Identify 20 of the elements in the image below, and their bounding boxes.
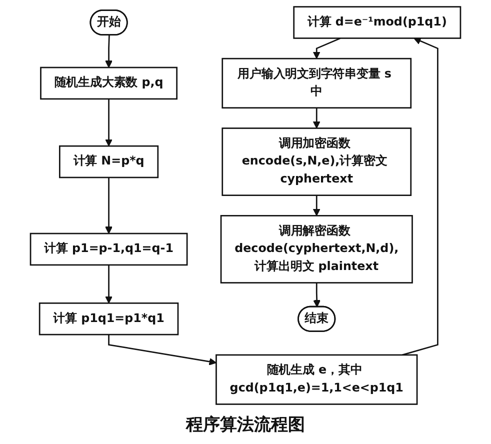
- node-box: 调用加密函数 encode(s,N,e),计算密文 cyphertext: [222, 128, 412, 196]
- node-box: 随机生成大素数 p,q: [40, 66, 178, 100]
- arrow: [312, 108, 320, 129]
- node-box: 计算 p1q1=p1*q1: [38, 302, 179, 336]
- caption: 程序算法流程图: [184, 414, 306, 437]
- arrow: [105, 35, 113, 68]
- arrow: [313, 282, 321, 308]
- node-box: 用户输入明文到字符串变量 s 中: [222, 58, 412, 109]
- arrow: [108, 334, 217, 366]
- node-box: 计算 N=p*q: [59, 145, 159, 178]
- node-box: 随机生成 e，其中 gcd(p1q1,e)=1,1<e<p1q1: [216, 354, 418, 405]
- arrow: [105, 264, 113, 304]
- arrow: [312, 195, 320, 216]
- arrow: [105, 98, 113, 146]
- node-box: 调用解密函数 decode(cyphertext,N,d),计算出明文 plaintext: [220, 215, 413, 284]
- node-box: 计算 p1=p-1,q1=q-1: [30, 232, 188, 266]
- arrow: [105, 177, 113, 234]
- node-box: 计算 d=e⁻¹mod(p1q1): [293, 6, 462, 39]
- arrow: [402, 37, 438, 356]
- arrow: [312, 38, 341, 59]
